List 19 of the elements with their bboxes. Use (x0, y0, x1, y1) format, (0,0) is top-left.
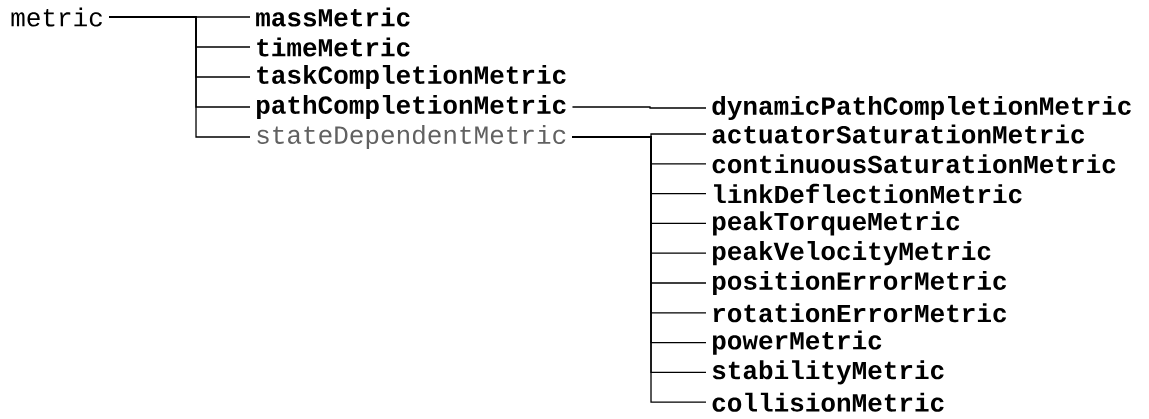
tree-label: peakTorqueMetric (713, 211, 960, 236)
tree-connector (108, 16, 251, 138)
tree-label: positionErrorMetric (713, 270, 1007, 296)
tree-label: dynamicPathCompletionMetric (712, 95, 1131, 121)
tree-label: taskCompletionMetric (257, 64, 566, 90)
tree-connector (571, 106, 707, 109)
tree-label: stabilityMetric (712, 360, 944, 385)
tree-label: metric (11, 7, 102, 27)
tree-label: pathCompletionMetric (257, 94, 566, 120)
tree-label: rotationErrorMetric (713, 303, 1007, 323)
tree-label: collisionMetric (712, 392, 944, 412)
tree-label: peakVelocityMetric (713, 241, 991, 266)
tree-label: massMetric (256, 7, 410, 27)
tree-label: timeMetric (257, 37, 410, 57)
tree-label: stateDependentMetric (257, 124, 566, 150)
tree-label: powerMetric (713, 330, 882, 355)
tree-label: linkDeflectionMetric (714, 183, 1022, 204)
tree-label: actuatorSaturationMetric (712, 124, 1085, 144)
tree-label: continuousSaturationMetric (712, 154, 1116, 174)
